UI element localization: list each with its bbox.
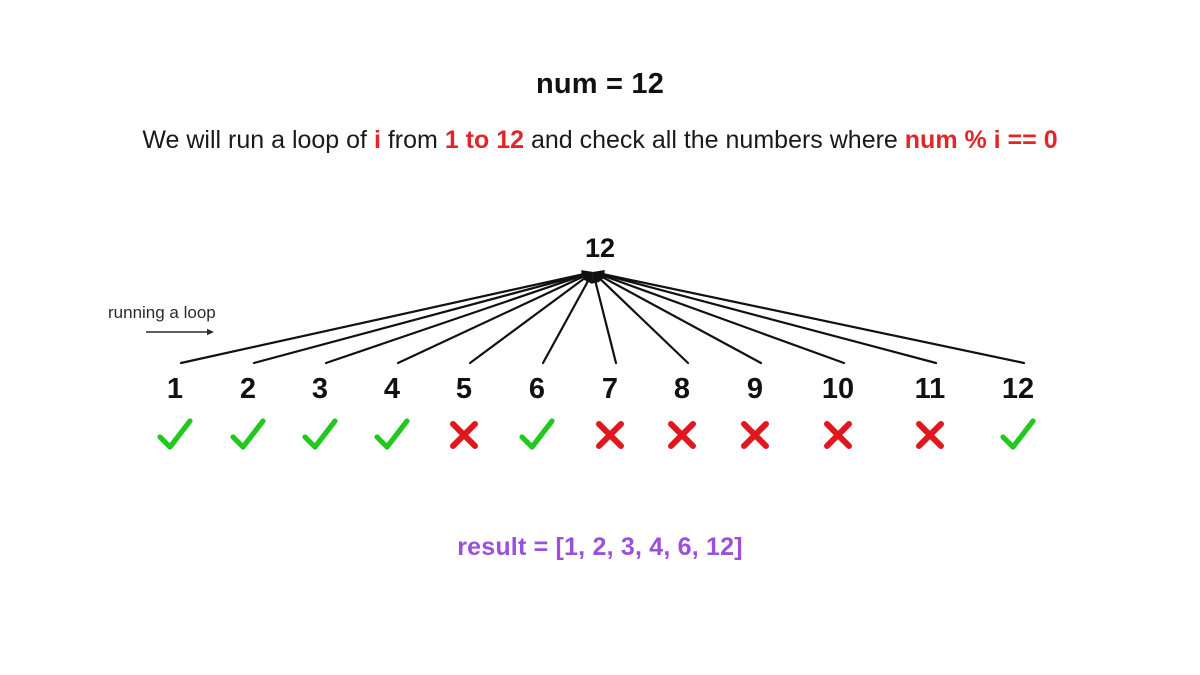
candidate-number-10: 10 bbox=[821, 373, 855, 405]
fan-arrow-line bbox=[179, 271, 592, 365]
fan-arrow-line bbox=[592, 273, 618, 365]
cross-icon-5 bbox=[438, 410, 490, 460]
candidate-number-11: 11 bbox=[914, 373, 946, 405]
description-accent-1: i bbox=[373, 126, 381, 154]
description-plain-4: and check all the numbers where bbox=[524, 126, 905, 154]
fan-arrow-line bbox=[594, 272, 690, 365]
candidate-number-5: 5 bbox=[455, 373, 473, 405]
description-accent-3: 1 to 12 bbox=[444, 126, 525, 154]
check-icon-3 bbox=[294, 410, 346, 460]
candidate-number-6: 6 bbox=[528, 373, 546, 405]
fan-arrow-line bbox=[324, 271, 592, 365]
candidate-number-9: 9 bbox=[746, 373, 764, 405]
candidate-number-12: 12 bbox=[1001, 373, 1035, 405]
candidate-number-1: 1 bbox=[166, 373, 184, 405]
description-plain-0: We will run a loop of bbox=[142, 126, 374, 154]
page-title: num = 12 bbox=[535, 68, 665, 100]
fan-arrow-head bbox=[593, 269, 605, 279]
candidate-number-2: 2 bbox=[239, 373, 257, 405]
loop-annotation-label: running a loop bbox=[108, 303, 216, 322]
fan-arrow-line bbox=[594, 272, 763, 365]
check-icon-4 bbox=[366, 410, 418, 460]
divisibility-mark-row bbox=[0, 410, 1200, 460]
candidate-number-8: 8 bbox=[673, 373, 691, 405]
fan-arrow-line bbox=[252, 271, 592, 365]
loop-annotation-arrow-head bbox=[207, 328, 214, 336]
fan-arrow-line bbox=[541, 273, 593, 365]
candidate-number-4: 4 bbox=[383, 373, 401, 405]
cross-icon-11 bbox=[904, 410, 956, 460]
cross-icon-7 bbox=[584, 410, 636, 460]
fan-arrow-head bbox=[583, 272, 593, 284]
check-icon-1 bbox=[149, 410, 201, 460]
result-label: result = [1, 2, 3, 4, 6, 12] bbox=[457, 533, 743, 561]
cross-icon-8 bbox=[656, 410, 708, 460]
check-icon-2 bbox=[222, 410, 274, 460]
cross-icon-10 bbox=[812, 410, 864, 460]
candidate-number-7: 7 bbox=[601, 373, 619, 405]
description-accent-5: num % i == 0 bbox=[904, 126, 1058, 154]
description-plain-2: from bbox=[380, 126, 445, 154]
apex-number-label: 12 bbox=[584, 233, 616, 263]
check-icon-6 bbox=[511, 410, 563, 460]
fan-arrow-line bbox=[594, 271, 846, 365]
fan-arrow-line bbox=[594, 271, 1026, 365]
candidate-number-3: 3 bbox=[311, 373, 329, 405]
fan-arrow-line bbox=[468, 272, 592, 365]
check-icon-12 bbox=[992, 410, 1044, 460]
fan-arrow-line bbox=[594, 271, 938, 365]
description-text: We will run a loop of i from 1 to 12 and… bbox=[0, 126, 1200, 155]
fan-arrow-line bbox=[396, 272, 592, 365]
cross-icon-9 bbox=[729, 410, 781, 460]
